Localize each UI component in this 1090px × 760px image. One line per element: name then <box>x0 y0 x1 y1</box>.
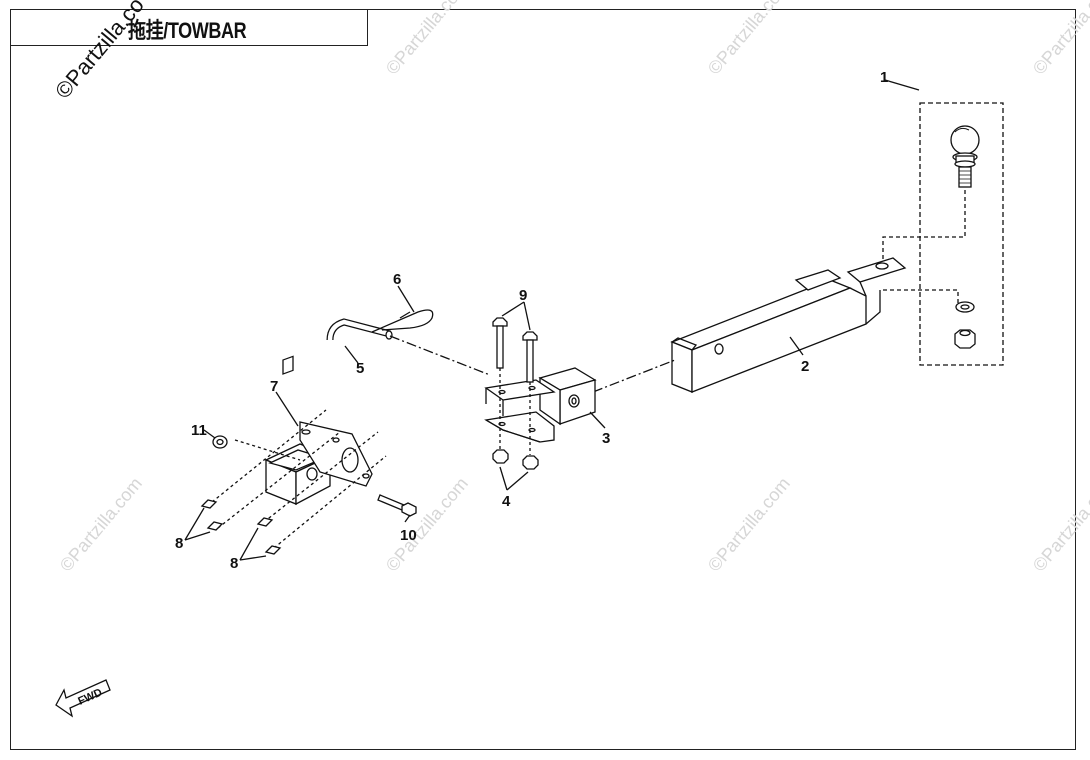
callout-8: 8 <box>175 535 183 552</box>
diagram-title: 拖挂/TOWBAR <box>128 18 247 43</box>
callout-10: 10 <box>400 527 417 544</box>
forward-label: FWD <box>76 687 104 708</box>
forward-arrow-icon <box>55 679 111 718</box>
callout-7: 7 <box>270 378 278 395</box>
leader-line <box>589 411 606 429</box>
callout-1: 1 <box>880 69 888 86</box>
hitch-ball-part <box>950 125 980 188</box>
diagram-frame <box>10 9 1076 750</box>
hair-pin-clip-part <box>371 309 434 333</box>
callout-2: 2 <box>801 358 809 375</box>
callout-3: 3 <box>602 430 610 447</box>
callout-4: 4 <box>502 493 511 510</box>
leader-line <box>789 336 804 356</box>
callout-9: 9 <box>519 287 527 304</box>
towbar-part <box>670 257 907 393</box>
title-box <box>10 9 368 46</box>
bracket-part <box>484 367 597 443</box>
bolt-part-9 <box>492 317 538 383</box>
leader-line <box>884 79 920 91</box>
hitch-pin-part <box>326 318 393 341</box>
part-1-group-box <box>919 102 1004 366</box>
nut-part-4 <box>492 449 539 470</box>
callout-8: 8 <box>230 555 238 572</box>
callout-5: 5 <box>356 360 364 377</box>
bolt-part-8 <box>200 499 282 555</box>
washer-nut-part <box>954 301 976 349</box>
bolt-part-10 <box>377 494 417 517</box>
callout-11: 11 <box>191 422 207 439</box>
callout-6: 6 <box>393 271 401 288</box>
receiver-part <box>264 355 373 506</box>
washer-part-11 <box>212 435 228 449</box>
